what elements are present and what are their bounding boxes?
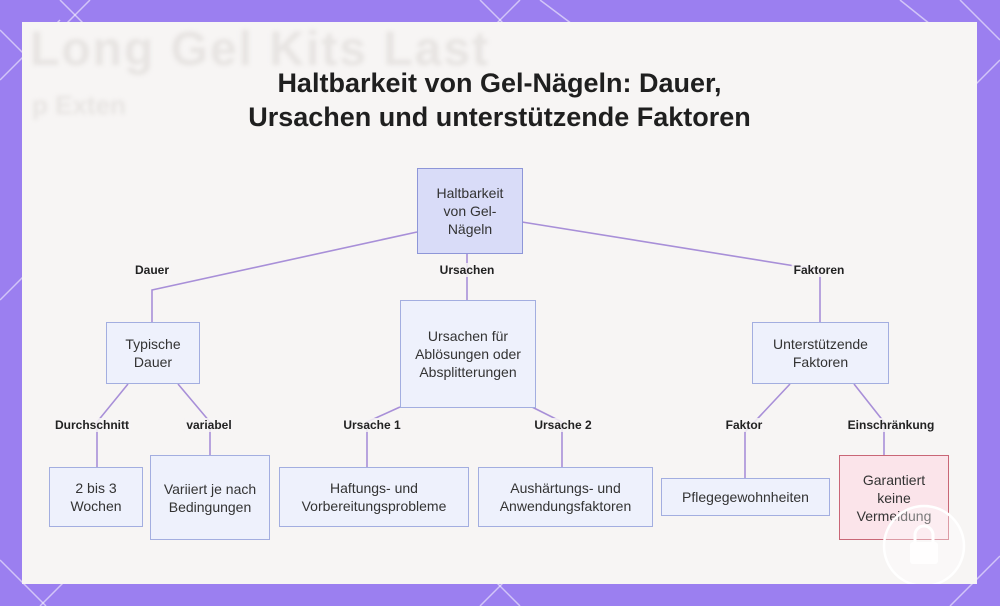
node-variiert: Variiert je nach Bedingungen bbox=[150, 455, 270, 540]
background-text-line1: Long Gel Kits Last bbox=[30, 23, 491, 76]
edge-label-ursachen: Ursachen bbox=[437, 263, 497, 277]
node-wochen: 2 bis 3 Wochen bbox=[49, 467, 143, 527]
background-text-line2: p Exten bbox=[32, 90, 126, 120]
diagram-card: Long Gel Kits Last p Exten Haltbarkeit v… bbox=[22, 22, 977, 584]
node-root: Haltbarkeit von Gel-Nägeln bbox=[417, 168, 523, 254]
edge-label-durchschnitt: Durchschnitt bbox=[52, 418, 132, 432]
edge-label-einschraenkung: Einschränkung bbox=[845, 418, 937, 432]
edge-ursache1 bbox=[366, 406, 401, 467]
edge-label-dauer: Dauer bbox=[132, 263, 172, 277]
title-line-1: Haltbarkeit von Gel-Nägeln: Dauer, bbox=[277, 68, 722, 98]
edge-ursache2 bbox=[531, 406, 563, 467]
lock-icon bbox=[882, 504, 966, 584]
node-aushaertung: Aushärtungs- und Anwendungsfaktoren bbox=[478, 467, 653, 527]
edge-label-ursache2: Ursache 2 bbox=[532, 418, 594, 432]
node-ursachen: Ursachen für Ablösungen oder Absplitteru… bbox=[400, 300, 536, 408]
edge-dauer bbox=[151, 231, 418, 322]
edge-label-faktor: Faktor bbox=[723, 418, 765, 432]
node-garantiert: Garantiert keine Vermeidung bbox=[839, 455, 949, 540]
edge-label-ursache1: Ursache 1 bbox=[341, 418, 403, 432]
node-typische-dauer: Typische Dauer bbox=[106, 322, 200, 384]
edge-label-faktoren: Faktoren bbox=[791, 263, 847, 277]
edge-faktor bbox=[744, 383, 791, 478]
node-haftung: Haftungs- und Vorbereitungsprobleme bbox=[279, 467, 469, 527]
node-pflege: Pflegegewohnheiten bbox=[661, 478, 830, 516]
edge-faktoren bbox=[521, 221, 821, 322]
node-faktoren: Unterstützende Faktoren bbox=[752, 322, 889, 384]
diagram-title: Haltbarkeit von Gel-Nägeln: Dauer, Ursac… bbox=[22, 66, 977, 134]
title-line-2: Ursachen und unterstützende Faktoren bbox=[248, 102, 751, 132]
edge-label-variabel: variabel bbox=[184, 418, 234, 432]
